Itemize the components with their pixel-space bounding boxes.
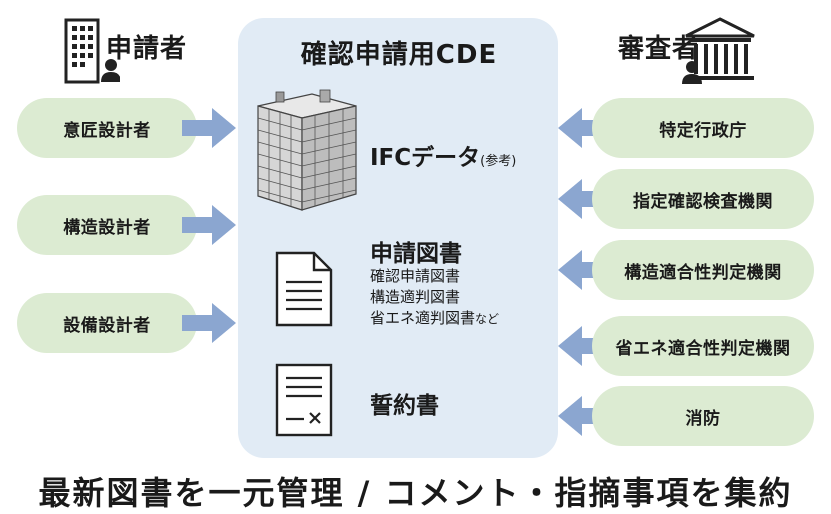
office-building-icon [64, 18, 120, 84]
ifc-building-model-icon [257, 89, 357, 211]
docs-item: 確認申請図書 [370, 267, 461, 285]
applicant-item-equipment: 設備設計者 [17, 293, 197, 353]
arrow-right-icon [182, 108, 236, 148]
reviewer-item-energy-judgement: 省エネ適合性判定機関 [592, 316, 814, 376]
reviewer-item-fire: 消防 [592, 386, 814, 446]
reviewer-item-inspection: 指定確認検査機関 [592, 169, 814, 229]
arrow-right-icon [182, 205, 236, 245]
arrow-right-icon [182, 303, 236, 343]
document-icon [275, 251, 333, 327]
docs-list: 確認申請図書 構造適判図書 省エネ適判図書など [370, 266, 499, 330]
ifc-label: IFCデータ [370, 145, 481, 171]
docs-item-last: 省エネ適判図書など [370, 309, 500, 327]
arrow-left-icon [558, 108, 612, 148]
arrow-left-icon [558, 396, 612, 436]
ifc-label-group: IFCデータ(参考) [370, 138, 516, 172]
arrow-left-icon [558, 326, 612, 366]
arrow-left-icon [558, 250, 612, 290]
reviewer-item-structural-judgement: 構造適合性判定機関 [592, 240, 814, 300]
applicant-heading: 申請者 [106, 34, 188, 64]
government-building-icon [682, 17, 755, 84]
applicant-item-structure: 構造設計者 [17, 195, 197, 255]
ifc-note: (参考) [480, 154, 517, 169]
reviewer-item-administrative: 特定行政庁 [592, 98, 814, 158]
footer-caption: 最新図書を一元管理 / コメント・指摘事項を集約 [38, 474, 793, 512]
cde-title: 確認申請用CDE [300, 40, 498, 70]
pledge-label: 誓約書 [370, 393, 439, 419]
docs-item: 構造適判図書 [370, 288, 461, 306]
reviewer-heading: 審査者 [618, 34, 700, 64]
applicant-header: 申請者 [62, 16, 242, 86]
docs-label: 申請図書 [370, 241, 462, 267]
applicant-item-design: 意匠設計者 [17, 98, 197, 158]
signature-document-icon [275, 363, 333, 437]
arrow-left-icon [558, 179, 612, 219]
reviewer-header: 審査者 [618, 16, 818, 88]
docs-suffix: など [475, 312, 500, 326]
